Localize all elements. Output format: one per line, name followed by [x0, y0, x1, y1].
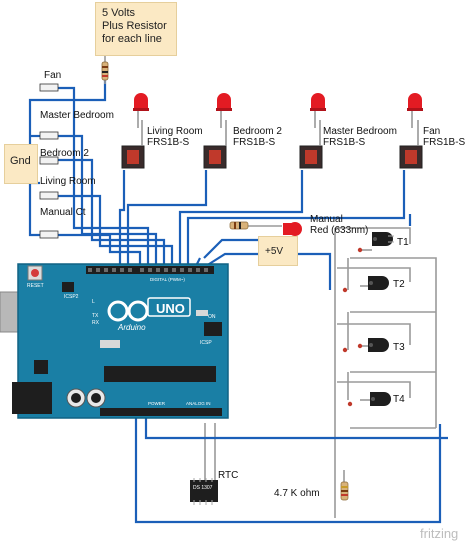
- switch-connectors: [39, 83, 59, 239]
- supply-note-line2: Plus Resistor: [102, 20, 167, 32]
- rtc-label: RTC: [218, 470, 239, 481]
- switch-label-living-room: Living Room: [40, 176, 96, 187]
- switch-master-bedroom: [39, 131, 59, 140]
- board-model: UNO: [156, 301, 185, 316]
- pullup-resistor: [340, 481, 349, 501]
- switch-label-fan: Fan: [44, 70, 62, 81]
- relay-room: Bedroom 2: [233, 126, 282, 137]
- transistor-label-t3: T3: [393, 342, 405, 353]
- transistor-label-t1: T1: [397, 237, 409, 248]
- relay-label-bedroom-2: Bedroom 2 FRS1B-S: [233, 126, 282, 148]
- junction-dots: [342, 247, 363, 407]
- manual-led: [229, 221, 302, 236]
- arduino-logo: UNO Arduino: [107, 297, 191, 332]
- transistor-t2: [368, 276, 389, 290]
- pin-on-label: ON: [208, 314, 216, 320]
- pin-rx-label: RX: [92, 320, 100, 326]
- digital-label: DIGITAL (PWM~): [150, 277, 185, 282]
- relay-label-master-bedroom: Master Bedroom FRS1B-S: [323, 126, 397, 148]
- switch-label-master-bedroom: Master Bedroom: [40, 110, 114, 121]
- blue-wires: [28, 80, 448, 524]
- transistor-t3: [368, 338, 389, 352]
- switch-label-manual-ct: Manual Ct: [40, 207, 86, 218]
- arduino-board: UNO Arduino RESET ICSP2 ICSP DIGITAL (PW…: [0, 263, 229, 419]
- relay-label-living-room: Living Room FRS1B-S: [147, 126, 203, 148]
- relay-master-bedroom: [299, 93, 326, 169]
- transistor-t1: [372, 232, 394, 246]
- plus5v-note-label: +5V: [265, 246, 284, 257]
- power-jack: [12, 382, 52, 414]
- transistor-label-t2: T2: [393, 279, 405, 290]
- board-brand: Arduino: [117, 323, 146, 332]
- switch-label-bedroom-2: Bedroom 2: [40, 148, 89, 159]
- relay-living-room: [121, 93, 149, 169]
- switch-living-room: [39, 191, 59, 200]
- switch-fan: [39, 83, 59, 92]
- manual-led-line1: Manual: [310, 214, 343, 225]
- atmega-chip: [104, 366, 216, 382]
- relay-part: FRS1B-S: [423, 137, 466, 148]
- icsp2-label: ICSP2: [64, 294, 79, 300]
- ground-note-label: Gnd: [10, 155, 31, 167]
- manual-led-label: Manual Red (633nm): [310, 214, 368, 236]
- supply-note-line3: for each line: [102, 33, 162, 45]
- relay-fan: [399, 93, 423, 169]
- transistor-label-t4: T4: [393, 394, 405, 405]
- relay-room: Fan: [423, 126, 441, 137]
- relay-label-fan: Fan FRS1B-S: [423, 126, 465, 148]
- power-label: POWER: [148, 401, 166, 406]
- rtc-chip: DS 1307: [190, 478, 218, 505]
- ground-note: Gnd: [4, 144, 38, 184]
- reset-label: RESET: [27, 283, 44, 289]
- icsp-label: ICSP: [200, 340, 212, 346]
- relay-part: FRS1B-S: [323, 137, 366, 148]
- pin-l-label: L: [92, 299, 95, 305]
- relay-room: Master Bedroom: [323, 126, 397, 137]
- plus5v-note: +5V: [258, 236, 298, 266]
- pin-tx-label: TX: [92, 313, 99, 319]
- resistor-label: 4.7 K ohm: [274, 488, 320, 499]
- switch-manual-ct: [39, 230, 59, 239]
- grey-wires: [204, 225, 437, 518]
- switch-bedroom-2: [39, 156, 59, 165]
- fritzing-watermark: fritzing: [420, 526, 459, 541]
- relay-bedroom-2: [203, 93, 232, 169]
- relay-part: FRS1B-S: [233, 137, 276, 148]
- transistor-t4: [370, 392, 391, 406]
- relay-part: FRS1B-S: [147, 137, 190, 148]
- analog-label: ANALOG IN: [186, 401, 211, 406]
- supply-resistor: [101, 56, 109, 84]
- supply-note-line1: 5 Volts: [102, 7, 136, 19]
- supply-note: 5 Volts Plus Resistor for each line: [95, 2, 177, 56]
- relay-room: Living Room: [147, 126, 203, 137]
- manual-led-line2: Red (633nm): [310, 225, 369, 236]
- rtc-chip-label: DS 1307: [193, 485, 213, 491]
